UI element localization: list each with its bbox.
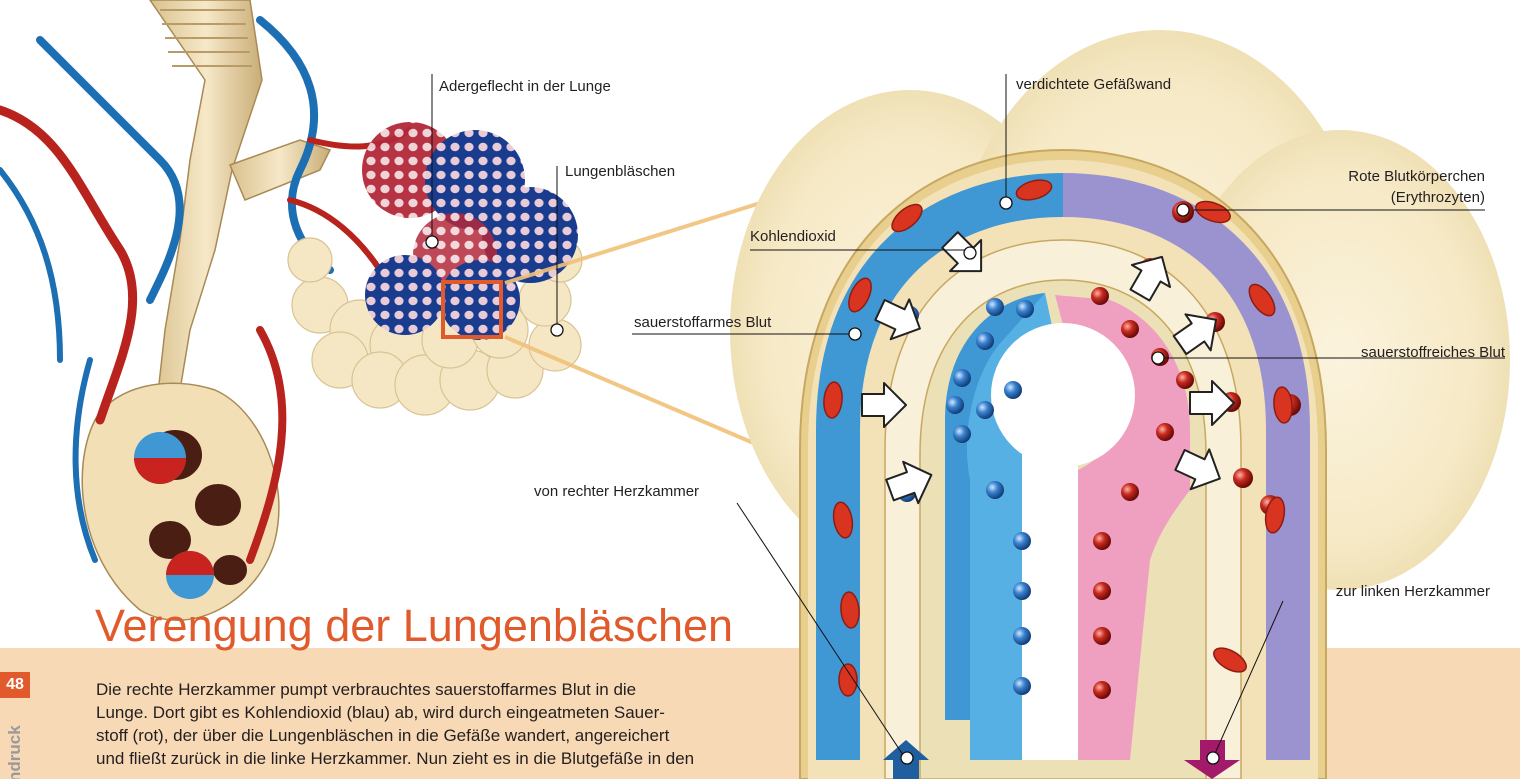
label-lungenblaeschen: Lungenbläschen bbox=[565, 163, 675, 181]
body-line: Die rechte Herzkammer pumpt verbrauchtes… bbox=[96, 678, 826, 701]
body-line: stoff (rot), der über die Lungenbläschen… bbox=[96, 724, 826, 747]
marker-adergeflecht bbox=[426, 236, 438, 248]
body-line: Lunge. Dort gibt es Kohlendioxid (blau) … bbox=[96, 701, 826, 724]
page-title: Verengung der Lungenbläschen bbox=[95, 596, 733, 656]
label-rote-blutkoerperchen: Rote Blutkörperchen bbox=[1300, 168, 1485, 186]
marker-von-rechter bbox=[901, 752, 913, 764]
marker-rote bbox=[1177, 204, 1189, 216]
page-number: 48 bbox=[0, 672, 30, 698]
marker-sauerstoffarm bbox=[849, 328, 861, 340]
marker-zur-linken bbox=[1207, 752, 1219, 764]
label-erythrozyten: (Erythrozyten) bbox=[1300, 189, 1485, 207]
marker-kohlendioxid bbox=[964, 247, 976, 259]
body-line: und fließt zurück in die linke Herzkamme… bbox=[96, 747, 826, 770]
side-tab-label: ndruck bbox=[5, 725, 25, 779]
body-paragraph: Die rechte Herzkammer pumpt verbrauchtes… bbox=[96, 678, 826, 770]
marker-lungenblaeschen bbox=[551, 324, 563, 336]
side-tab: ndruck bbox=[3, 704, 25, 779]
marker-sauerstoffreich bbox=[1152, 352, 1164, 364]
label-zur-linken-herzkammer: zur linken Herzkammer bbox=[1290, 583, 1490, 601]
label-sauerstoffarm: sauerstoffarmes Blut bbox=[634, 314, 771, 332]
label-sauerstoffreich: sauerstoffreiches Blut bbox=[1320, 344, 1505, 362]
label-von-rechter-herzkammer: von rechter Herzkammer bbox=[534, 483, 699, 501]
label-gefaesswand: verdichtete Gefäßwand bbox=[1016, 76, 1171, 94]
marker-gefaesswand bbox=[1000, 197, 1012, 209]
label-kohlendioxid: Kohlendioxid bbox=[750, 228, 836, 246]
label-adergeflecht: Adergeflecht in der Lunge bbox=[439, 78, 611, 96]
